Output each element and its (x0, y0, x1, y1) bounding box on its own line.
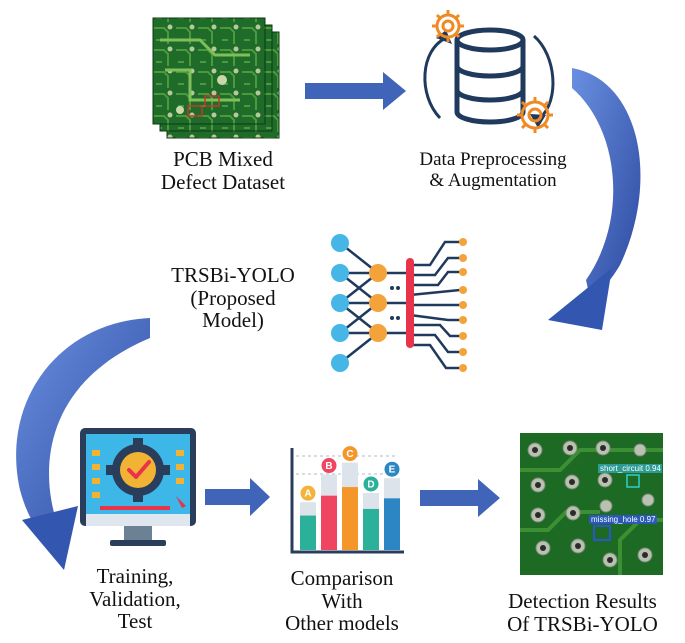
monitor-gear-icon (80, 428, 196, 546)
bar-e (384, 498, 400, 550)
bar-badge-letter-d: D (367, 479, 374, 490)
neural-network-icon (331, 234, 467, 372)
pcb-stack-icon (152, 17, 280, 139)
model-label: TRSBi-YOLO (Proposed Model) (171, 263, 295, 333)
detection-image-icon: short_circuit 0.94 missing_hole 0.97 (520, 433, 663, 575)
bar-badge-a (300, 485, 316, 501)
bar-chart-icon: A B C D E (290, 446, 404, 554)
arrow-dataset-to-preprocessing (305, 72, 406, 110)
bar-c (342, 487, 358, 550)
arrow-training-to-comparison (205, 478, 270, 516)
bar-badge-letter-b: B (325, 461, 332, 472)
curved-arrow-preprocessing-to-model (548, 68, 641, 330)
bar-b (321, 495, 337, 550)
detection-label-short-circuit: short_circuit 0.94 (600, 464, 661, 473)
preprocessing-label: Data Preprocessing & Augmentation (419, 149, 567, 191)
detection-box-short-circuit: short_circuit 0.94 (598, 464, 662, 488)
bar-badge-letter-e: E (389, 465, 396, 476)
bar-d (363, 508, 379, 550)
bar-a (300, 515, 316, 550)
bar-badge-e (384, 461, 400, 477)
bar-badge-letter-c: C (346, 449, 353, 460)
results-label: Detection Results Of TRSBi-YOLO (507, 589, 658, 636)
dataset-label: PCB Mixed Defect Dataset (160, 147, 286, 194)
arrow-comparison-to-results (420, 479, 500, 517)
detection-label-missing-hole: missing_hole 0.97 (591, 515, 656, 524)
database-gears-icon (423, 10, 555, 133)
comparison-label: Comparison With Other models (285, 566, 399, 636)
bar-badge-d (363, 476, 379, 492)
curved-arrow-model-to-training (16, 318, 150, 570)
bar-badge-b (321, 458, 337, 474)
detection-box-missing-hole: missing_hole 0.97 (589, 515, 657, 541)
bar-badge-c (342, 446, 358, 462)
bar-badge-letter-a: A (304, 489, 311, 500)
training-label: Training, Validation, Test (89, 564, 181, 634)
